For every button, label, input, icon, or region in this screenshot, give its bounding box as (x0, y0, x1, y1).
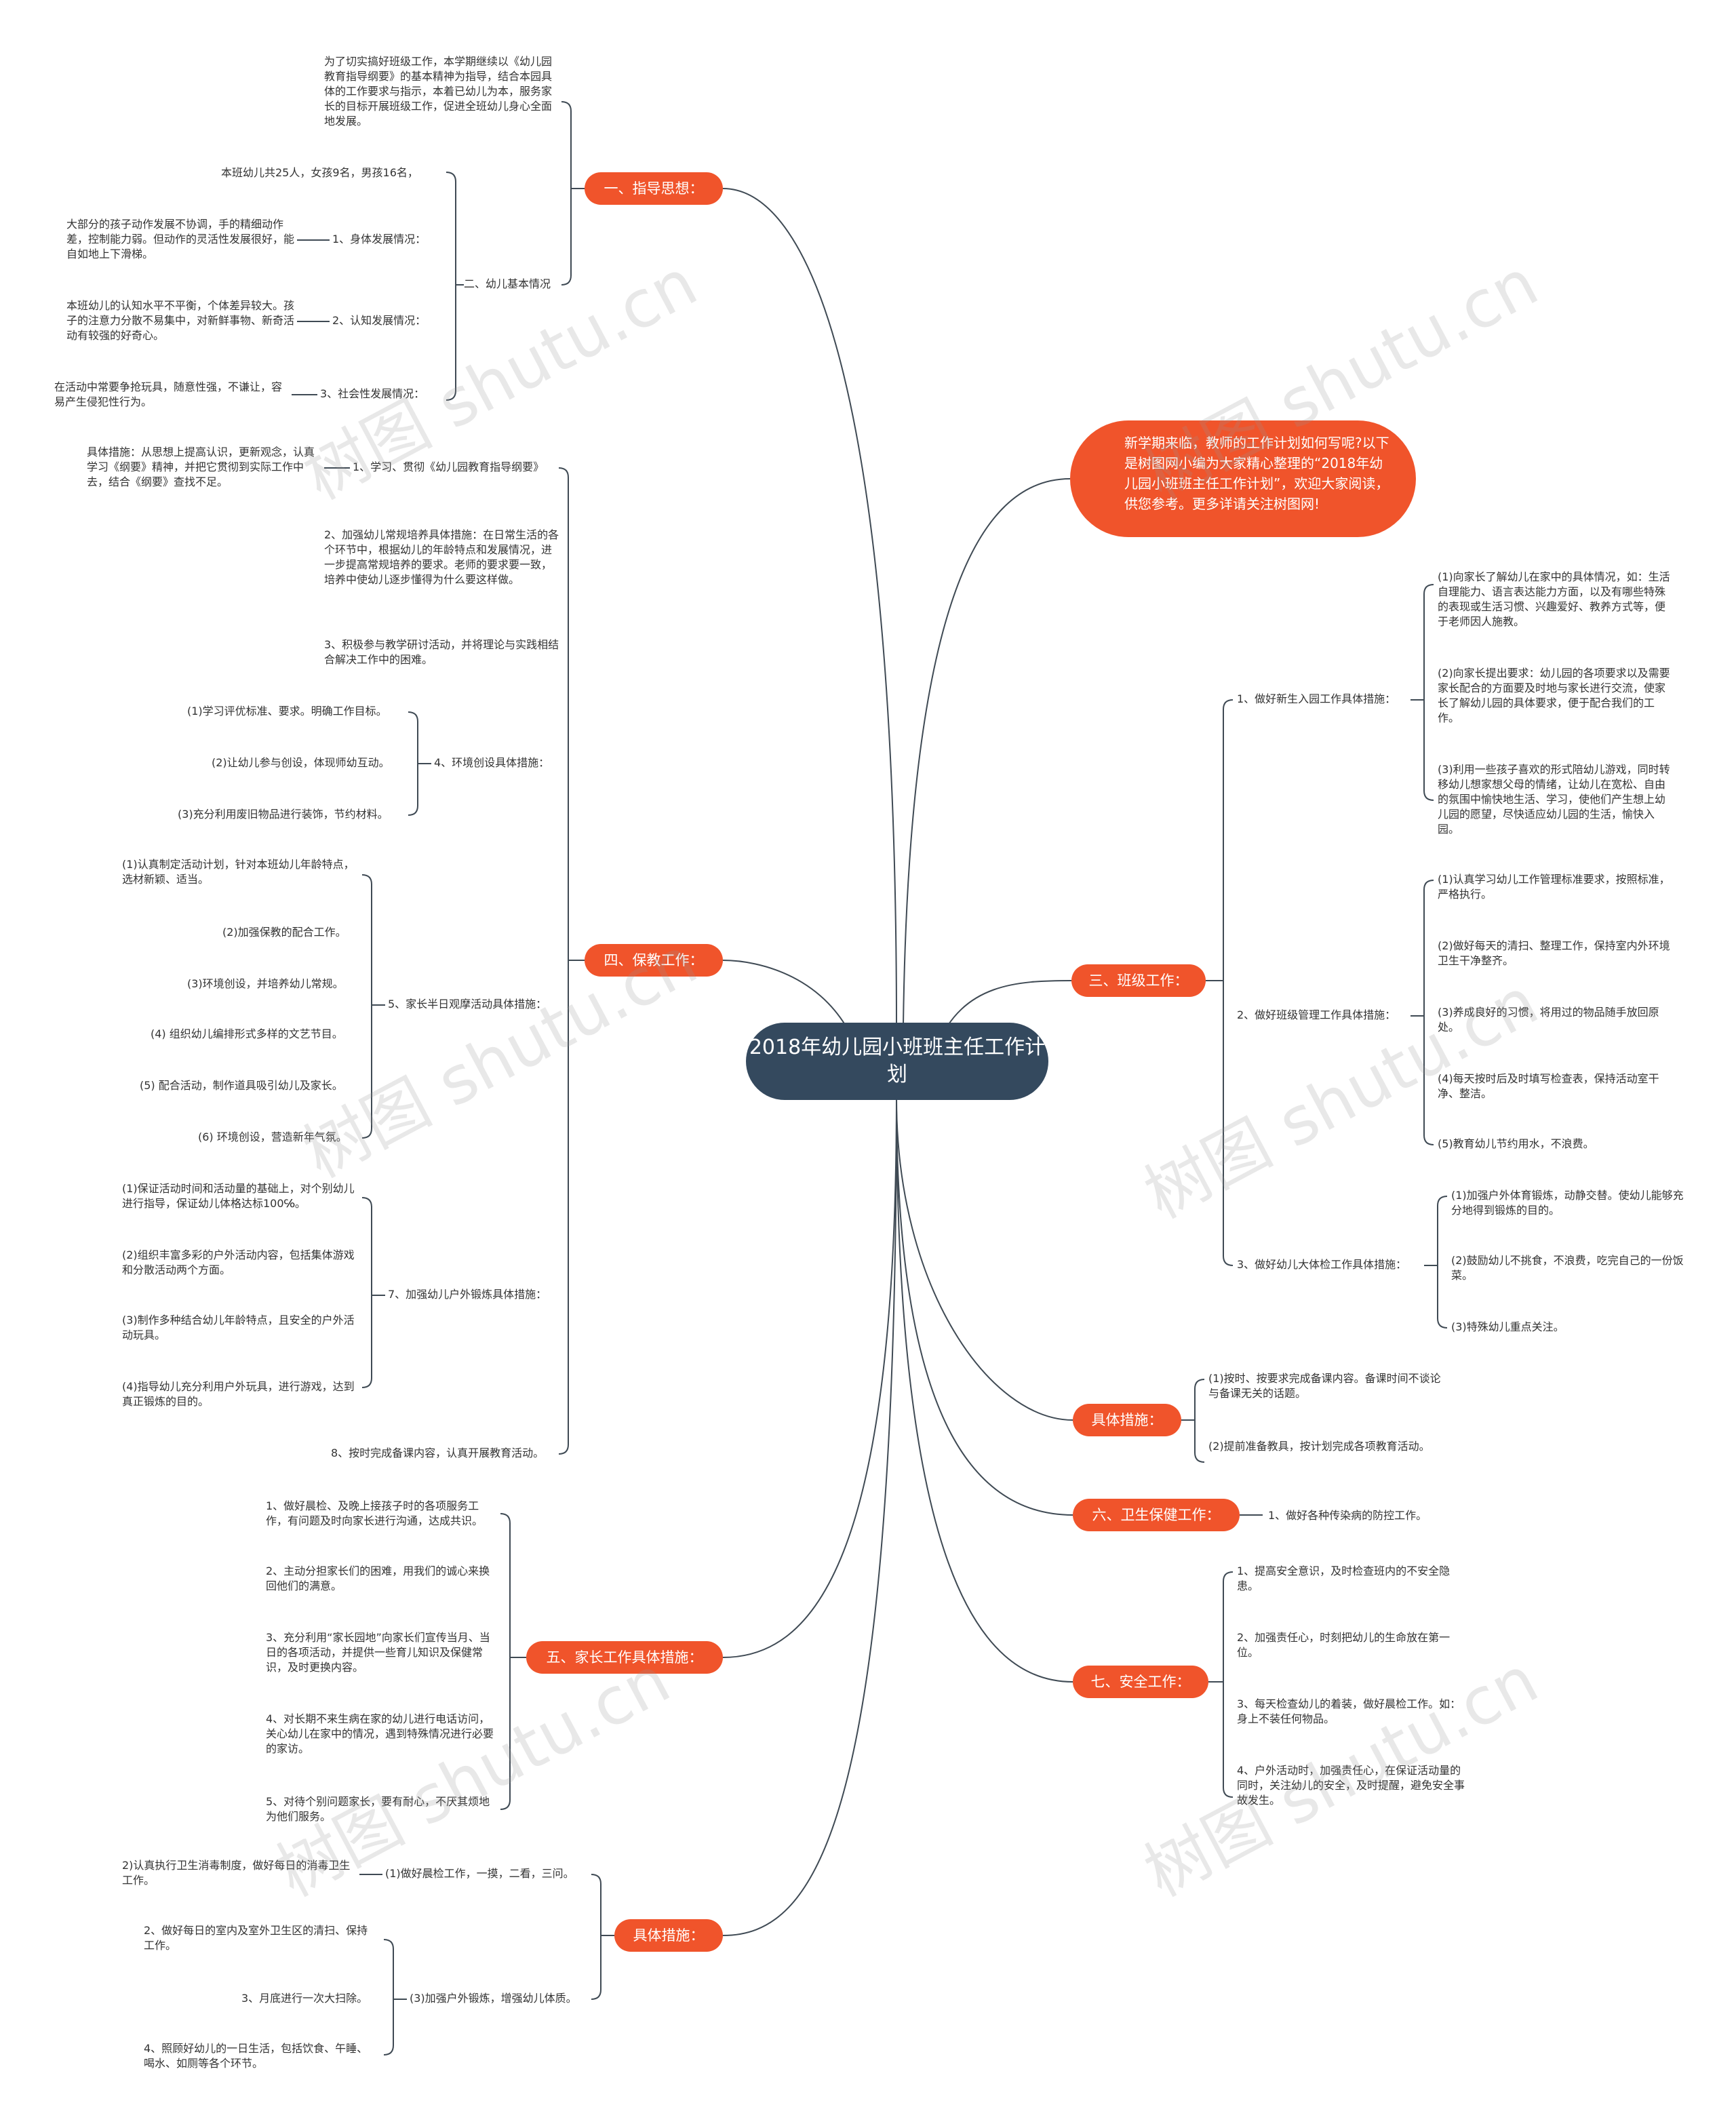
parent-item-3: 3、充分利用“家长园地”向家长们宣传当月、当日的各项活动，并提供一些育儿知识及保… (266, 1631, 490, 1674)
observation-item-6: (6) 环境创设，营造新年气氛。 (198, 1130, 347, 1143)
disinfection-text: 2)认真执行卫生消毒制度，做好每日的消毒卫生工作。 (122, 1859, 351, 1887)
link-intro (903, 478, 1071, 1026)
branch-specific-measures-right[interactable]: 具体措施： (1073, 1404, 1181, 1436)
cleaning-item-2: 3、月底进行一次大扫除。 (241, 1992, 368, 2005)
environment-item-3: (3)充分利用废旧物品进行装饰，节约材料。 (178, 808, 389, 821)
epidemic-prevention-text: 1、做好各种传染病的防控工作。 (1268, 1509, 1427, 1522)
body-development-label: 1、身体发展情况： (332, 233, 427, 245)
guiding-text: 为了切实搞好班级工作，本学期继续以《幼儿园教育指导纲要》的基本精神为指导，结合本… (324, 55, 553, 127)
environment-label: 4、环境创设具体措施： (434, 756, 550, 769)
lesson-item-2: (2)提前准备教具，按计划完成各项教育活动。 (1208, 1440, 1430, 1453)
bracket-b5 (500, 1513, 511, 1810)
lesson-item-1: (1)按时、按要求完成备课内容。备课时间不谈论与备课无关的话题。 (1208, 1372, 1441, 1400)
link-branch-6 (896, 1098, 1073, 1421)
parent-observation-label: 5、家长半日观摩活动具体措施： (388, 998, 547, 1010)
observation-item-1: (1)认真制定活动计划，针对本班幼儿年龄特点，选材新颖、适当。 (122, 858, 355, 886)
branch-health-care[interactable]: 六、卫生保健工作： (1073, 1499, 1240, 1531)
management-item-2: (2)做好每天的清扫、整理工作，保持室内外环境卫生干净整齐。 (1438, 939, 1670, 967)
basic-situation-label: 二、幼儿基本情况 (464, 277, 551, 290)
environment-item-1: (1)学习评优标准、要求。明确工作目标。 (187, 705, 387, 717)
safety-item-2: 2、加强责任心，时刻把幼儿的生命放在第一位。 (1237, 1631, 1451, 1659)
bracket-g1 (1423, 584, 1434, 801)
body-development-text: 大部分的孩子动作发展不协调，手的精细动作差，控制能力弱。但动作的灵活性发展很好，… (66, 218, 295, 260)
parent-item-5: 5、对待个别问题家长，要有耐心，不厌其烦地为他们服务。 (266, 1795, 490, 1823)
management-item-1: (1)认真学习幼儿工作管理标准要求，按照标准，严格执行。 (1438, 873, 1670, 901)
teaching-research-text: 3、积极参与教学研讨活动，并将理论与实践相结合解决工作中的困难。 (324, 638, 559, 666)
bracket-b1-sub (446, 172, 456, 401)
cleaning-item-3: 4、照顾好幼儿的一日生活，包括饮食、午睡、喝水、如厕等各个环节。 (144, 2042, 368, 2070)
link-branch-1 (722, 188, 897, 1026)
bracket-s5 (361, 874, 372, 1139)
branch-guiding-ideology[interactable]: 一、指导思想： (585, 172, 723, 205)
outdoor-item-3: (3)制作多种结合幼儿年龄特点，且安全的户外活动玩具。 (122, 1314, 355, 1341)
outdoor-exercise-label: 7、加强幼儿户外锻炼具体措施： (388, 1288, 547, 1301)
environment-item-2: (2)让幼儿参与创设，体现师幼互动。 (212, 756, 390, 769)
parent-item-4: 4、对长期不来生病在家的幼儿进行电话访问，关心幼儿在家中的情况，遇到特殊情况进行… (266, 1712, 494, 1755)
observation-item-3: (3)环境创设，并培养幼儿常规。 (187, 977, 344, 990)
management-item-3: (3)养成良好的习惯，将用过的物品随手放回原处。 (1438, 1006, 1659, 1034)
bracket-b4 (558, 467, 569, 1455)
class-management-label: 2、做好班级管理工作具体措施： (1237, 1008, 1396, 1021)
management-item-4: (4)每天按时后及时填写检查表，保持活动室干净、整洁。 (1438, 1072, 1659, 1100)
observation-item-4: (4) 组织幼儿编排形式多样的文艺节目。 (151, 1027, 343, 1040)
safety-item-4: 4、户外活动时，加强责任心，在保证活动量的同时，关注幼儿的安全，及时提醒，避免安… (1237, 1764, 1465, 1807)
link-branch-5 (722, 1098, 897, 1658)
branch-care-education[interactable]: 四、保教工作： (585, 944, 723, 977)
class-count-text: 本班幼儿共25人，女孩9名，男孩16名， (221, 166, 418, 179)
health-check-item-3: (3)特殊幼儿重点关注。 (1451, 1320, 1564, 1333)
parent-item-1: 1、做好晨检、及晚上接孩子时的各项服务工作，有问题及时向家长进行沟通，达成共识。 (266, 1499, 484, 1527)
study-outline-label: 1、学习、贯彻《幼儿园教育指导纲要》 (353, 460, 545, 473)
health-check-item-2: (2)鼓励幼儿不挑食，不浪费，吃完自己的一份饭菜。 (1451, 1254, 1684, 1282)
new-student-item-1: (1)向家长了解幼儿在家中的具体情况，如：生活自理能力、语言表达能力方面，以及有… (1438, 570, 1670, 628)
new-student-item-2: (2)向家长提出要求：幼儿园的各项要求以及需要家长配合的方面要及时地与家长进行交… (1438, 667, 1670, 724)
routine-training-text: 2、加强幼儿常规培养具体措施：在日常生活的各个环节中，根据幼儿的年龄特点和发展情… (324, 528, 559, 586)
observation-item-5: (5) 配合活动，制作道具吸引幼儿及家长。 (140, 1079, 343, 1092)
cognitive-development-text: 本班幼儿的认知水平不平衡，个体差异较大。孩子的注意力分散不易集中，对新鲜事物、新… (66, 299, 295, 342)
bracket-m3 (383, 1939, 394, 2056)
branch-specific-measures-left[interactable]: 具体措施： (614, 1919, 723, 1952)
cleaning-item-1: 2、做好每日的室内及室外卫生区的清扫、保持工作。 (144, 1924, 368, 1952)
morning-check-label: (1)做好晨检工作，一摸，二看，三问。 (385, 1867, 574, 1880)
new-student-label: 1、做好新生入园工作具体措施： (1237, 692, 1396, 705)
parent-item-2: 2、主动分担家长们的困难，用我们的诚心来换回他们的满意。 (266, 1565, 490, 1592)
social-development-label: 3、社会性发展情况： (320, 387, 425, 400)
intro-callout[interactable]: 新学期来临，教师的工作计划如何写呢?以下是树图网小编为大家精心整理的“2018年… (1070, 420, 1416, 537)
central-topic[interactable]: 2018年幼儿园小班班主任工作计划 (746, 1023, 1048, 1100)
link-branch-9 (722, 1098, 897, 1936)
bracket-g3 (1437, 1196, 1448, 1329)
social-development-text: 在活动中常要争抢玩具，随意性强，不谦让，容易产生侵犯性行为。 (54, 380, 283, 408)
observation-item-2: (2)加强保教的配合工作。 (222, 926, 347, 939)
safety-item-3: 3、每天检查幼儿的着装，做好晨检工作。如：身上不装任何物品。 (1237, 1697, 1461, 1725)
management-item-5: (5)教育幼儿节约用水，不浪费。 (1438, 1137, 1594, 1150)
link-branch-8 (896, 1098, 1073, 1683)
lesson-prep-text: 8、按时完成备课内容，认真开展教育活动。 (331, 1447, 545, 1459)
health-check-label: 3、做好幼儿大体检工作具体措施： (1237, 1258, 1407, 1271)
cognitive-development-label: 2、认知发展情况： (332, 314, 427, 327)
safety-item-1: 1、提高安全意识，及时检查班内的不安全隐患。 (1237, 1565, 1451, 1592)
outdoor-item-4: (4)指导幼儿充分利用户外玩具，进行游戏，达到真正锻炼的目的。 (122, 1380, 355, 1408)
bracket-b3 (1223, 699, 1234, 1266)
study-outline-text: 具体措施：从思想上提高认识，更新观念，认真学习《纲要》精神，并把它贯彻到实际工作… (87, 446, 315, 488)
bracket-b1 (561, 101, 572, 286)
bracket-s7 (361, 1197, 372, 1388)
outdoor-strengthen-label: (3)加强户外锻炼，增强幼儿体质。 (410, 1992, 577, 2005)
bracket-b9 (591, 1874, 601, 2000)
bracket-b8 (1223, 1571, 1234, 1798)
bracket-g2 (1423, 880, 1434, 1145)
branch-safety-work[interactable]: 七、安全工作： (1073, 1666, 1208, 1698)
bracket-b6 (1194, 1379, 1205, 1463)
link-branch-4 (722, 960, 856, 1046)
outdoor-item-2: (2)组织丰富多彩的户外活动内容，包括集体游戏和分散活动两个方面。 (122, 1248, 355, 1276)
health-check-item-1: (1)加强户外体育锻炼，动静交替。使幼儿能够充分地得到锻炼的目的。 (1451, 1189, 1684, 1217)
branch-class-work[interactable]: 三、班级工作： (1071, 964, 1206, 997)
branch-parent-work[interactable]: 五、家长工作具体措施： (526, 1641, 723, 1674)
new-student-item-3: (3)利用一些孩子喜欢的形式陪幼儿游戏，同时转移幼儿想家想父母的情绪，让幼儿在宽… (1438, 763, 1670, 835)
link-branch-7 (896, 1098, 1073, 1516)
outdoor-item-1: (1)保证活动时间和活动量的基础上，对个别幼儿进行指导，保证幼儿体格达标100℅… (122, 1182, 355, 1210)
